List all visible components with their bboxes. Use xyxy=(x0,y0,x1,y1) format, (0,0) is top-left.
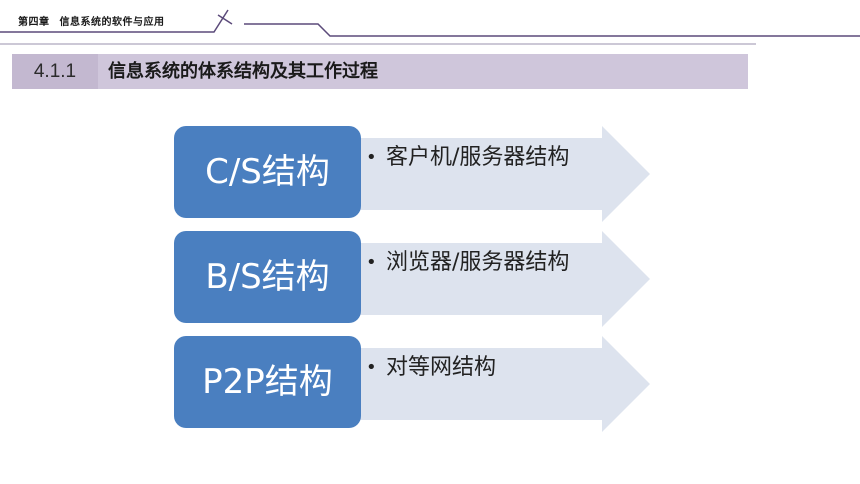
structure-label-box: C/S结构 xyxy=(174,126,361,218)
structure-description: • 浏览器/服务器结构 xyxy=(366,247,606,279)
structure-description: • 客户机/服务器结构 xyxy=(366,142,606,174)
chapter-title: 信息系统的软件与应用 xyxy=(59,17,165,28)
description-text: 对等网结构 xyxy=(386,355,497,380)
chapter-number: 第四章 xyxy=(18,17,50,28)
section-title: 信息系统的体系结构及其工作过程 xyxy=(108,61,378,82)
description-text: 浏览器/服务器结构 xyxy=(386,250,570,275)
description-text: 客户机/服务器结构 xyxy=(386,145,570,170)
bullet: • xyxy=(366,252,377,273)
bullet: • xyxy=(366,357,377,378)
section-number: 4.1.1 xyxy=(12,54,98,89)
structure-label-box: P2P结构 xyxy=(174,336,361,428)
structure-description: • 对等网结构 xyxy=(366,352,606,384)
bullet: • xyxy=(366,147,377,168)
arrow-shape xyxy=(330,126,650,222)
header-decoration xyxy=(0,9,860,45)
arrow-shape xyxy=(330,231,650,327)
section-title-bar xyxy=(12,54,748,89)
structure-label-box: B/S结构 xyxy=(174,231,361,323)
chapter-header: 第四章信息系统的软件与应用 xyxy=(18,13,165,28)
arrow-shape xyxy=(330,336,650,432)
